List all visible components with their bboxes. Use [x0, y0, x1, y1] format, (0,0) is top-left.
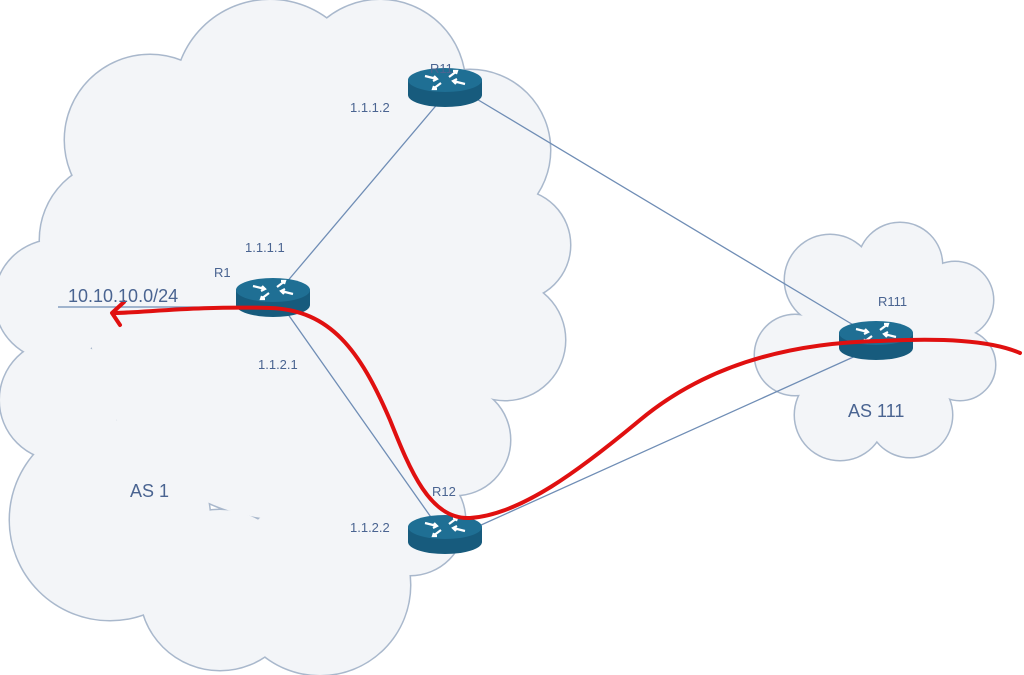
link-r11-r111 [469, 94, 871, 336]
router-label-r111: R111 [878, 294, 907, 309]
link-r11-r1 [279, 94, 446, 291]
ip-label-r11: 1.1.1.2 [350, 100, 390, 115]
links [58, 94, 881, 531]
link-r1-r12 [284, 309, 441, 531]
as1-label: AS 1 [130, 481, 169, 501]
router-label-r11: R11 [430, 61, 453, 76]
ip-label-r12: 1.1.2.2 [350, 520, 390, 535]
link-r12-r111 [469, 344, 881, 531]
arrow-icon [110, 300, 126, 327]
route-path [113, 305, 1022, 521]
ip-label-r1-a: 1.1.1.1 [245, 240, 285, 255]
cloud-as1 [0, 0, 572, 675]
prefix-label: 10.10.10.0/24 [68, 286, 178, 306]
ip-label-r1-b: 1.1.2.1 [258, 357, 298, 372]
as111-label: AS 111 [848, 401, 904, 421]
router-label-r12: R12 [432, 484, 456, 499]
router-label-r1: R1 [214, 265, 231, 280]
router-icon-r12[interactable] [406, 513, 484, 556]
